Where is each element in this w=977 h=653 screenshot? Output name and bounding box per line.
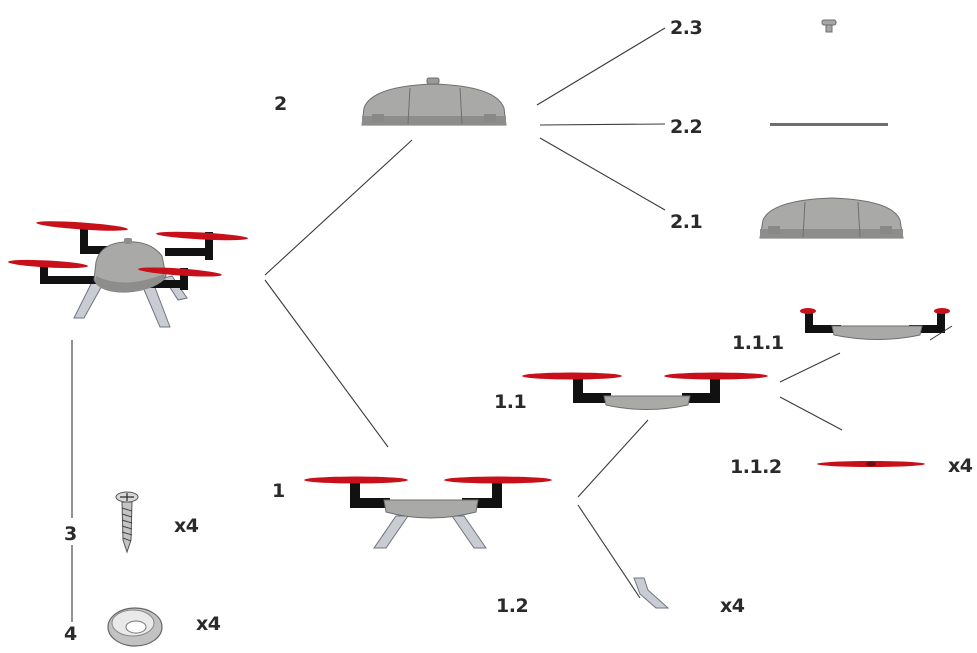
frame-no-legs-propeller-left [522, 372, 622, 380]
part-1-1-2-propeller [817, 461, 925, 467]
frame-no-legs-propeller-right [664, 372, 768, 380]
label-1-1-2: 1.1.2 [730, 456, 782, 478]
label-3: 3 [64, 523, 77, 545]
connector-lines [71, 27, 843, 622]
part-4-washer [107, 607, 163, 647]
top-shell-rim [362, 116, 506, 125]
frame-body [383, 499, 479, 519]
lower-shell-seam-left [802, 201, 806, 238]
label-1-1: 1.1 [494, 391, 526, 413]
quantity-propeller: x4 [948, 455, 973, 477]
lower-shell-dome [759, 197, 904, 239]
connector-2-to-2-1 [539, 137, 666, 211]
lower-shell-seam-right [857, 201, 861, 238]
lower-shell-rim [760, 229, 903, 238]
quantity-leg: x4 [720, 595, 745, 617]
central-frame-body [831, 325, 923, 340]
label-2-3: 2.3 [670, 17, 702, 39]
cap-stem [825, 24, 833, 33]
connector-2-to-2-2 [539, 123, 666, 126]
drone-leg-right [141, 284, 171, 328]
central-frame-stub-right [934, 308, 950, 314]
top-shell-button [426, 77, 440, 85]
frame-propeller-left [304, 476, 408, 484]
quantity-screw: x4 [174, 515, 199, 537]
connector-1-to-1-1 [577, 419, 649, 498]
label-1-2: 1.2 [496, 595, 528, 617]
drone-propeller-back-right [156, 231, 248, 241]
drone-arm-back-right [165, 232, 213, 260]
connector-1-to-1-2 [577, 504, 641, 599]
frame-no-legs-arm-right [682, 375, 720, 403]
part-2-2-plate [770, 123, 888, 126]
frame-no-legs-arm-left [573, 375, 611, 403]
part-1-1-frame-no-legs [522, 372, 768, 410]
lower-shell-clip-left [768, 226, 780, 234]
part-2-top-shell [361, 77, 507, 126]
top-shell-seam-left [407, 87, 411, 125]
frame-leg-right [451, 515, 487, 549]
label-1: 1 [272, 480, 285, 502]
frame-leg-left [373, 515, 409, 549]
top-shell-clip-right [484, 114, 496, 122]
washer-hole [125, 620, 147, 634]
propeller-hub [866, 461, 876, 467]
connector-1-1-to-1-1-2 [779, 396, 843, 431]
drone-assembled [8, 221, 248, 328]
connector-1-1-to-1-1-1 [779, 352, 841, 383]
part-3-screw [115, 491, 139, 554]
connector-2-to-2-3 [536, 27, 666, 106]
drone-body-shadow [95, 274, 164, 292]
lower-shell-clip-right [880, 226, 892, 234]
connector-drone-to-2 [264, 139, 413, 276]
part-1-1-1-central-frame [800, 308, 953, 341]
drone-leg-left [73, 281, 105, 319]
label-2: 2 [274, 93, 287, 115]
label-2-1: 2.1 [670, 211, 702, 233]
drone-propeller-back-left [36, 221, 128, 231]
drone-propeller-front-right [138, 267, 222, 277]
part-2-1-lower-shell [759, 197, 904, 239]
frame-propeller-right [444, 476, 552, 484]
frame-no-legs-body [603, 395, 691, 410]
part-1-2-leg [633, 577, 670, 609]
part-1-frame [304, 476, 552, 549]
part-labels: 2 2.3 2.2 2.1 1 1.1 1.1.1 1.1.2 1.2 3 4 … [64, 17, 973, 645]
label-2-2: 2.2 [670, 116, 702, 138]
top-shell-seam-right [459, 87, 463, 125]
central-frame-stub-left [800, 308, 816, 314]
drone-cap [124, 238, 132, 244]
quantity-washer: x4 [196, 613, 221, 635]
drone-arm-front-left [40, 262, 103, 284]
frame-arm-left [350, 478, 390, 508]
top-shell-clip-left [372, 114, 384, 122]
central-frame-edge [929, 325, 953, 341]
connector-drone-to-1 [264, 279, 389, 448]
drone-propeller-front-left [8, 259, 88, 269]
cap-head [821, 19, 837, 26]
part-2-3-cap [821, 19, 837, 33]
label-1-1-1: 1.1.1 [732, 332, 784, 354]
screw-thread [121, 507, 133, 542]
label-4: 4 [64, 623, 77, 645]
